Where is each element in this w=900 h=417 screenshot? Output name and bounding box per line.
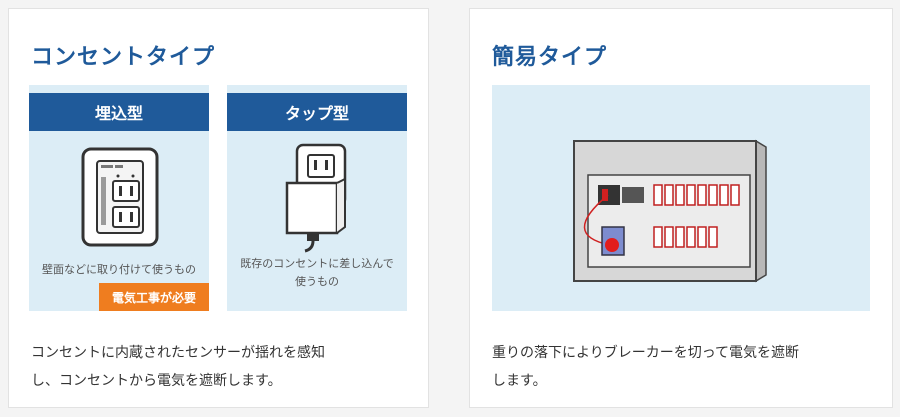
embedded-type-panel: 埋込型 壁面などに取り付けて使うもの 電気工事が必要 bbox=[29, 85, 209, 311]
outlet-type-description: コンセントに内蔵されたセンサーが揺れを感知 し、コンセントから電気を遮断します。 bbox=[31, 339, 416, 395]
simple-type-description: 重りの落下によりブレーカーを切って電気を遮断 します。 bbox=[492, 339, 877, 395]
embedded-type-heading: 埋込型 bbox=[29, 93, 209, 131]
simple-type-card: 簡易タイプ 重りの落下によりブレーカーを切って電気を遮断 しま bbox=[469, 8, 893, 408]
embedded-outlet-icon bbox=[81, 147, 159, 247]
outlet-type-title: コンセントタイプ bbox=[31, 45, 216, 70]
tap-type-panel: タップ型 既存のコンセントに差し込んで 使うもの bbox=[227, 85, 407, 311]
breaker-panel-icon bbox=[573, 139, 767, 283]
outlet-type-card: コンセントタイプ 埋込型 壁面などに取り付けて使うもの 電気工事が必要 タップ型 bbox=[8, 8, 429, 408]
simple-type-description-line2: します。 bbox=[492, 373, 547, 389]
embedded-type-caption: 壁面などに取り付けて使うもの bbox=[42, 263, 196, 276]
tap-type-caption-line1: 既存のコンセントに差し込んで bbox=[240, 257, 394, 270]
outlet-type-description-line1: コンセントに内蔵されたセンサーが揺れを感知 bbox=[31, 345, 325, 361]
tap-outlet-icon bbox=[285, 143, 347, 253]
tap-type-caption-line2: 使うもの bbox=[295, 275, 339, 288]
outlet-type-description-line2: し、コンセントから電気を遮断します。 bbox=[31, 373, 282, 389]
electrical-work-required-badge: 電気工事が必要 bbox=[99, 283, 209, 311]
simple-type-panel bbox=[492, 85, 870, 311]
simple-type-title: 簡易タイプ bbox=[492, 45, 608, 70]
tap-type-heading: タップ型 bbox=[227, 93, 407, 131]
simple-type-description-line1: 重りの落下によりブレーカーを切って電気を遮断 bbox=[492, 345, 800, 361]
